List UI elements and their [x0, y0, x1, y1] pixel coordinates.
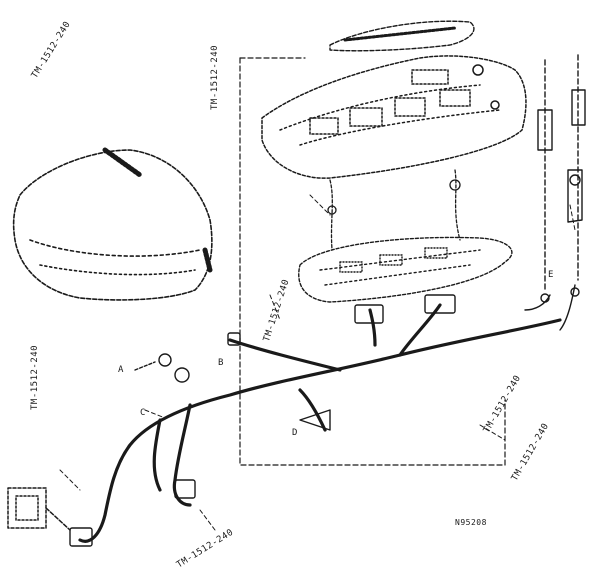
ref-label-center-vertical: TM-1512-240	[210, 44, 220, 110]
seat-cushion	[12, 147, 213, 301]
mounting-frame	[239, 57, 506, 466]
harness-connectors	[69, 294, 456, 547]
relay-box	[7, 487, 71, 531]
callout-c: C	[140, 408, 146, 418]
figure-id: N95208	[455, 518, 487, 527]
instrument-panel	[261, 55, 527, 179]
leader-lines	[59, 194, 576, 531]
circuit-board	[298, 236, 513, 303]
callout-d: D	[292, 428, 298, 438]
ref-label-left-vertical: TM-1512-240	[30, 344, 40, 410]
callout-b: B	[218, 358, 224, 368]
right-switch-assembly	[524, 54, 586, 331]
top-trim-piece	[329, 20, 475, 52]
standoffs	[327, 169, 461, 251]
bulb-socket	[134, 353, 190, 383]
callout-a: A	[118, 365, 124, 375]
callout-e: E	[548, 270, 554, 280]
